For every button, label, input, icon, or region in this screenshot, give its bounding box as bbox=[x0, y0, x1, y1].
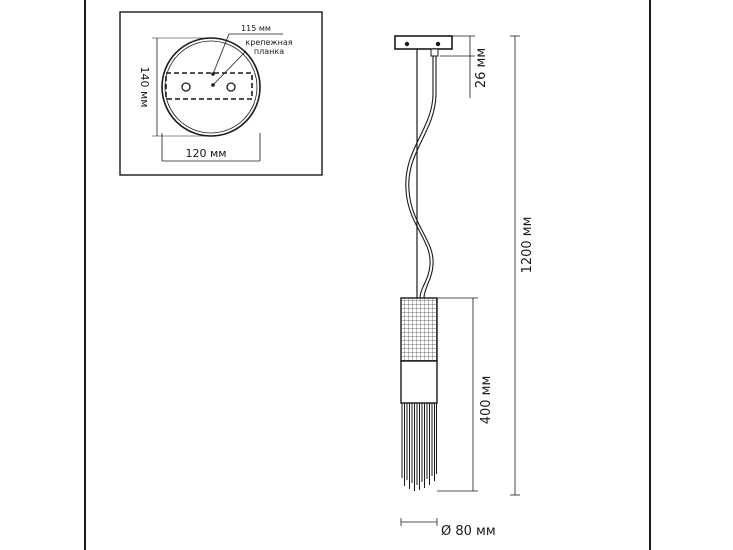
leader-mount bbox=[212, 50, 247, 86]
shade-ring bbox=[400, 360, 438, 404]
cable-gland bbox=[430, 48, 439, 57]
left-border bbox=[84, 0, 86, 550]
inset-frame bbox=[119, 11, 323, 176]
mounting-hole-right bbox=[226, 82, 236, 92]
label-mount-line2: планка bbox=[254, 47, 284, 56]
canopy-screw-right bbox=[435, 41, 441, 47]
label-diameter: Ø 80 мм bbox=[441, 524, 496, 539]
canopy-outer-circle bbox=[161, 37, 261, 137]
leader-115 bbox=[212, 33, 230, 75]
right-border bbox=[649, 0, 651, 550]
pendant-lamp bbox=[394, 35, 453, 491]
fringe-strands bbox=[401, 403, 437, 491]
dimension-lines bbox=[400, 35, 520, 526]
mounting-plate bbox=[165, 72, 253, 100]
label-26: 26 мм bbox=[474, 48, 489, 88]
mounting-inset: 115 мм крепежная планка 140 мм 120 мм bbox=[119, 11, 323, 176]
power-cord-inner bbox=[408, 56, 437, 299]
mesh-shade bbox=[400, 297, 438, 362]
canopy bbox=[394, 35, 453, 50]
label-115: 115 мм bbox=[241, 24, 271, 33]
canopy-inner-circle bbox=[164, 40, 258, 134]
label-1200: 1200 мм bbox=[520, 217, 535, 274]
power-cord bbox=[405, 56, 434, 299]
label-140: 140 мм bbox=[138, 66, 151, 107]
label-mount-line1: крепежная bbox=[245, 38, 292, 47]
canopy-screw-left bbox=[404, 41, 410, 47]
label-400: 400 мм bbox=[479, 376, 494, 425]
label-120: 120 мм bbox=[185, 147, 226, 160]
mounting-hole-left bbox=[181, 82, 191, 92]
